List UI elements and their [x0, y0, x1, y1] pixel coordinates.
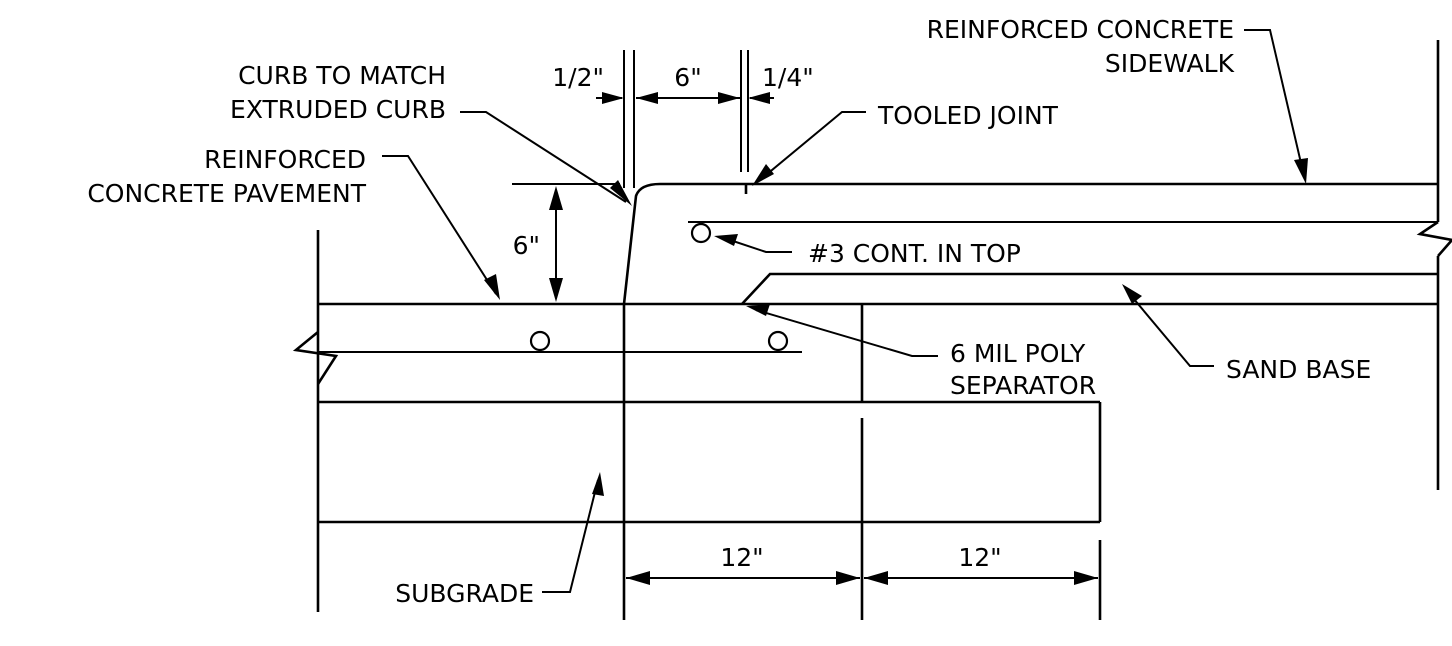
- twelve-b-arrow-right: [1074, 571, 1098, 585]
- sand-base-arrow: [1122, 284, 1142, 304]
- tooled-joint-leader: [759, 111, 866, 181]
- pavement-leader: [382, 155, 497, 295]
- sidewalk-label-line2: SIDEWALK: [1105, 49, 1235, 78]
- subgrade-leader: [542, 479, 599, 593]
- dim-six-left: 6": [513, 231, 540, 260]
- curb-label-line1: CURB TO MATCH: [238, 61, 446, 90]
- section-geometry: [292, 40, 1452, 620]
- poly-label-line1: 6 MIL POLY: [950, 339, 1086, 368]
- six-horizontal-arrow-left: [636, 92, 658, 104]
- rebar-circle-pavement-left: [529, 330, 551, 352]
- poly-label-line2: SEPARATOR: [950, 371, 1096, 400]
- six-horizontal-arrow-right: [718, 92, 740, 104]
- quarter-inch-arrow: [748, 92, 770, 104]
- curb-leader: [460, 111, 627, 203]
- rebar-leader-arrow: [714, 234, 738, 246]
- leader-lines: [382, 29, 1308, 593]
- pavement-label-line2: CONCRETE PAVEMENT: [87, 179, 366, 208]
- dim-twelve-a: 12": [720, 543, 763, 572]
- sidewalk-label-line1: REINFORCED CONCRETE: [927, 15, 1234, 44]
- sand-base-leader: [1127, 291, 1214, 367]
- dimension-lines: [512, 92, 1098, 585]
- subgrade-label: SUBGRADE: [395, 579, 534, 608]
- tooled-joint-arrow: [752, 164, 774, 186]
- pavement-leader-arrow: [484, 274, 500, 300]
- curb-label-line2: EXTRUDED CURB: [230, 95, 446, 124]
- rebar-circle-pavement-right: [767, 330, 789, 352]
- tooled-joint-label: TOOLED JOINT: [877, 101, 1059, 130]
- six-vertical-arrow-bottom: [549, 278, 563, 302]
- half-inch-arrow: [602, 92, 624, 104]
- sidewalk-bottom: [741, 272, 1438, 305]
- curb-leader-arrow: [610, 180, 632, 206]
- dim-twelve-b: 12": [958, 543, 1001, 572]
- break-symbol-right: [1416, 220, 1452, 257]
- dim-quarter-inch: 1/4": [762, 63, 814, 92]
- six-vertical-arrow-top: [549, 186, 563, 210]
- twelve-b-arrow-left: [864, 571, 888, 585]
- pavement-label-line1: REINFORCED: [204, 145, 366, 174]
- sidewalk-leader: [1244, 29, 1305, 177]
- rebar-circle-sidewalk: [690, 222, 712, 244]
- sand-base-label: SAND BASE: [1226, 355, 1371, 384]
- curb-profile: [622, 182, 1438, 305]
- dim-half-inch: 1/2": [552, 63, 604, 92]
- subgrade-leader-arrow: [592, 472, 604, 496]
- poly-leader: [755, 309, 938, 357]
- text-labels: REINFORCED CONCRETE SIDEWALK CURB TO MAT…: [87, 15, 1371, 608]
- twelve-a-arrow-right: [836, 571, 860, 585]
- dim-six-top: 6": [674, 63, 701, 92]
- poly-leader-arrow: [746, 304, 770, 316]
- break-symbol-left: [292, 330, 339, 385]
- twelve-a-arrow-left: [626, 571, 650, 585]
- sidewalk-leader-arrow: [1294, 158, 1308, 184]
- rebar-label: #3 CONT. IN TOP: [808, 239, 1021, 268]
- rebar-leader: [723, 237, 792, 253]
